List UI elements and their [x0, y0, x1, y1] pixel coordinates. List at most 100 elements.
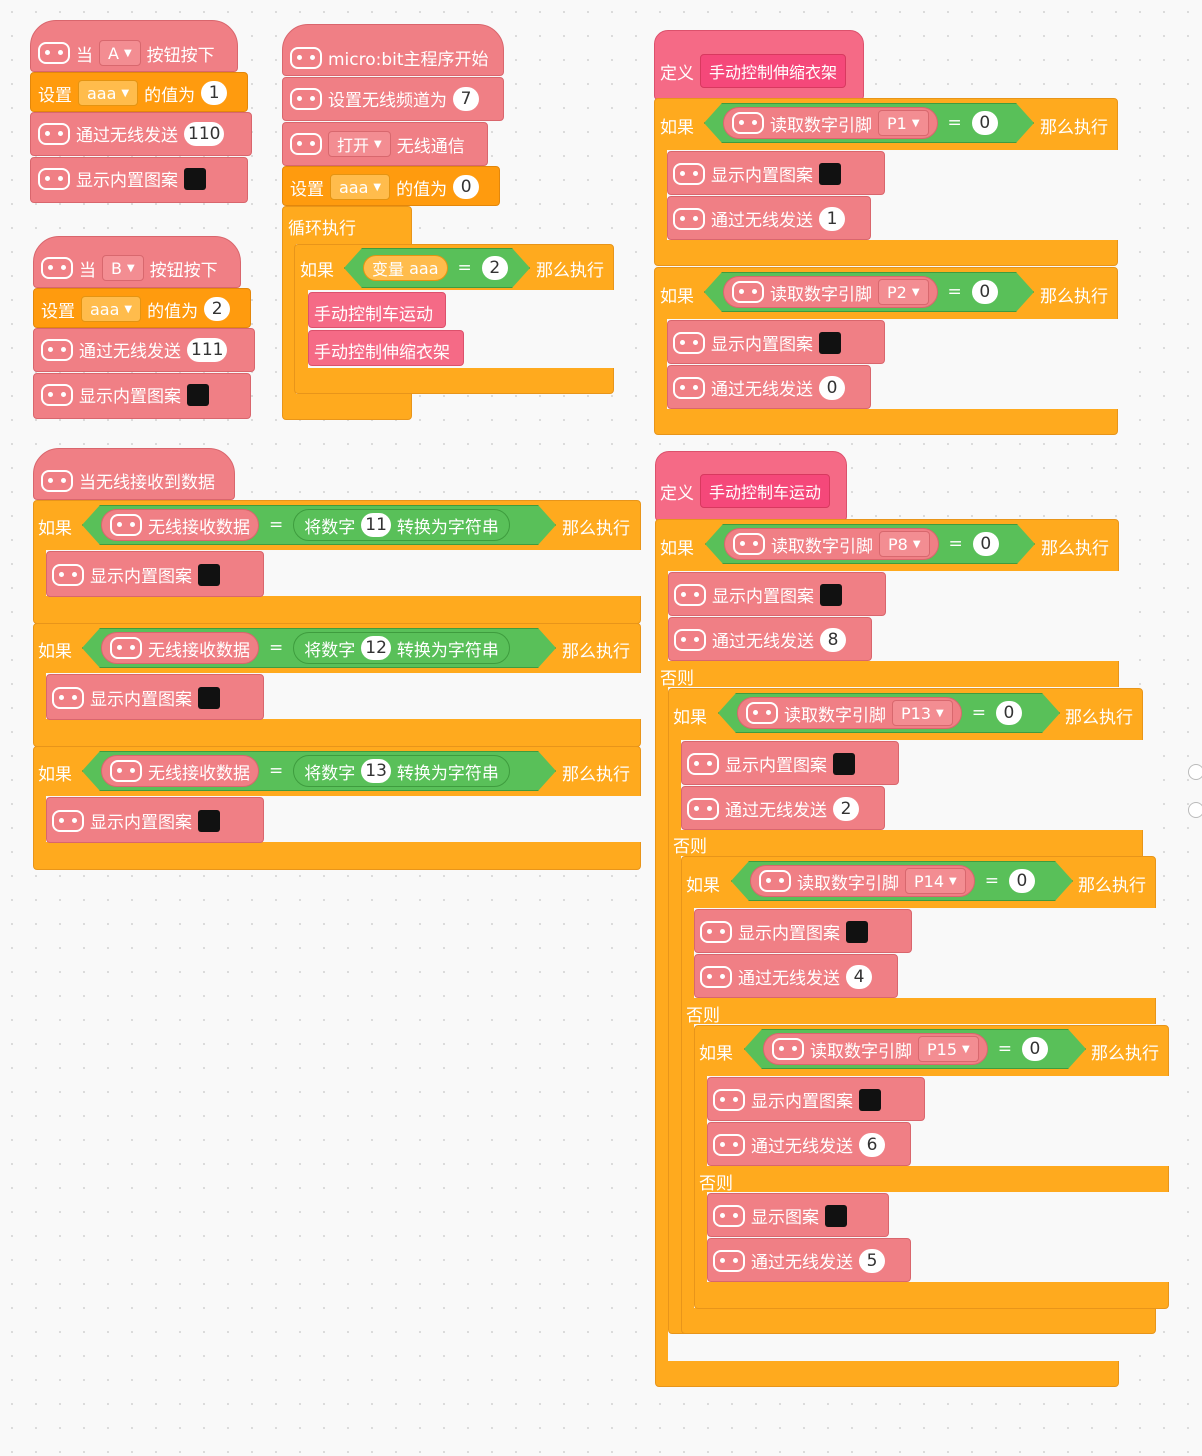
send-input[interactable]: 2: [833, 796, 859, 821]
microbit-icon: [38, 122, 70, 145]
led-matrix-icon[interactable]: [198, 686, 220, 709]
var-dropdown[interactable]: aaa▼: [330, 174, 391, 200]
microbit-icon: [746, 702, 778, 724]
led-matrix-icon[interactable]: [846, 920, 868, 943]
compare-input[interactable]: 0: [973, 532, 999, 556]
pin-dropdown[interactable]: P1▼: [878, 110, 929, 136]
zoom-in-icon[interactable]: [1188, 764, 1202, 780]
led-matrix-icon[interactable]: [187, 383, 209, 406]
show-image-block[interactable]: [33, 373, 251, 419]
channel-row: 设置无线频道为 7: [290, 86, 479, 111]
led-matrix-icon[interactable]: [198, 563, 220, 586]
compare-input[interactable]: 0: [972, 280, 998, 304]
zoom-out-icon[interactable]: [1188, 802, 1202, 818]
send-input[interactable]: 110: [184, 121, 225, 146]
microbit-icon: [52, 809, 84, 832]
var-dropdown[interactable]: aaa▼: [81, 296, 142, 322]
pin-dropdown[interactable]: P13▼: [892, 700, 953, 726]
led-matrix-icon[interactable]: [198, 809, 220, 832]
microbit-icon: [110, 760, 142, 782]
led-matrix-icon[interactable]: [859, 1088, 881, 1111]
button-dropdown[interactable]: A▼: [99, 40, 141, 66]
set-channel-block[interactable]: [282, 77, 504, 121]
if-row: 如果: [660, 118, 694, 138]
main-start-block[interactable]: [282, 24, 504, 76]
compare-input[interactable]: 0: [972, 111, 998, 135]
send-input[interactable]: 5: [859, 1248, 885, 1273]
led-matrix-icon[interactable]: [820, 583, 842, 606]
var-reporter[interactable]: 变量 aaa: [363, 255, 448, 281]
label: 设置无线频道为: [328, 91, 447, 111]
led-matrix-icon[interactable]: [825, 1204, 847, 1227]
send-input[interactable]: 4: [846, 964, 872, 989]
label: =: [269, 761, 284, 781]
define-row: 定义 手动控制伸缩衣架: [660, 54, 847, 88]
call-proc-rack[interactable]: [308, 330, 464, 366]
label: 当: [79, 260, 96, 281]
label: 手动控制伸缩衣架: [314, 343, 450, 363]
recv-reporter[interactable]: 无线接收数据: [101, 632, 259, 664]
value-input[interactable]: 2: [204, 297, 231, 321]
send-input[interactable]: 0: [819, 375, 845, 400]
microbit-icon: [713, 1249, 745, 1272]
pin-dropdown[interactable]: P8▼: [879, 531, 930, 557]
send-input[interactable]: 111: [187, 337, 228, 362]
proc-name[interactable]: 手动控制车运动: [700, 474, 831, 508]
send-input[interactable]: 8: [820, 627, 846, 652]
microbit-icon: [290, 133, 322, 155]
label: 通过无线发送: [79, 342, 181, 362]
recv-reporter[interactable]: 无线接收数据: [101, 509, 259, 541]
send-input[interactable]: 1: [819, 206, 845, 231]
led-matrix-icon[interactable]: [819, 162, 841, 185]
label: 无线通信: [396, 136, 465, 157]
microbit-icon: [700, 920, 732, 943]
show-image-block[interactable]: [668, 572, 886, 616]
pin-dropdown[interactable]: P14▼: [905, 868, 966, 894]
compare-input[interactable]: 0: [1022, 1037, 1048, 1061]
show-image-block[interactable]: [667, 320, 885, 364]
show-image-block[interactable]: [30, 157, 248, 203]
compare-input[interactable]: 0: [1009, 869, 1035, 893]
var-dropdown[interactable]: aaa▼: [78, 80, 139, 106]
channel-input[interactable]: 7: [453, 86, 479, 111]
else-label: 否则: [686, 1006, 720, 1026]
on-off-dropdown[interactable]: 打开▼: [328, 131, 391, 157]
microbit-icon: [732, 281, 764, 303]
pin-dropdown[interactable]: P15▼: [918, 1036, 979, 1062]
proc-name[interactable]: 手动控制伸缩衣架: [700, 54, 847, 88]
pin-dropdown[interactable]: P2▼: [878, 279, 929, 305]
compare-block[interactable]: 变量 aaa = 2: [344, 248, 530, 288]
led-matrix-icon[interactable]: [833, 752, 855, 775]
led-matrix-icon[interactable]: [819, 331, 841, 354]
compare-input[interactable]: 2: [482, 256, 508, 280]
microbit-icon: [674, 583, 706, 606]
label: 当: [76, 45, 93, 66]
send-input[interactable]: 6: [859, 1132, 885, 1157]
main-start-row: micro:bit主程序开始: [290, 45, 489, 70]
led-matrix-icon[interactable]: [184, 167, 206, 190]
recv-reporter[interactable]: 无线接收数据: [101, 755, 259, 787]
value-input[interactable]: 1: [201, 81, 228, 105]
call-proc-car[interactable]: [308, 292, 446, 328]
button-dropdown[interactable]: B▼: [102, 255, 144, 281]
value-input[interactable]: 0: [453, 175, 480, 199]
compare-input[interactable]: 0: [996, 701, 1022, 725]
